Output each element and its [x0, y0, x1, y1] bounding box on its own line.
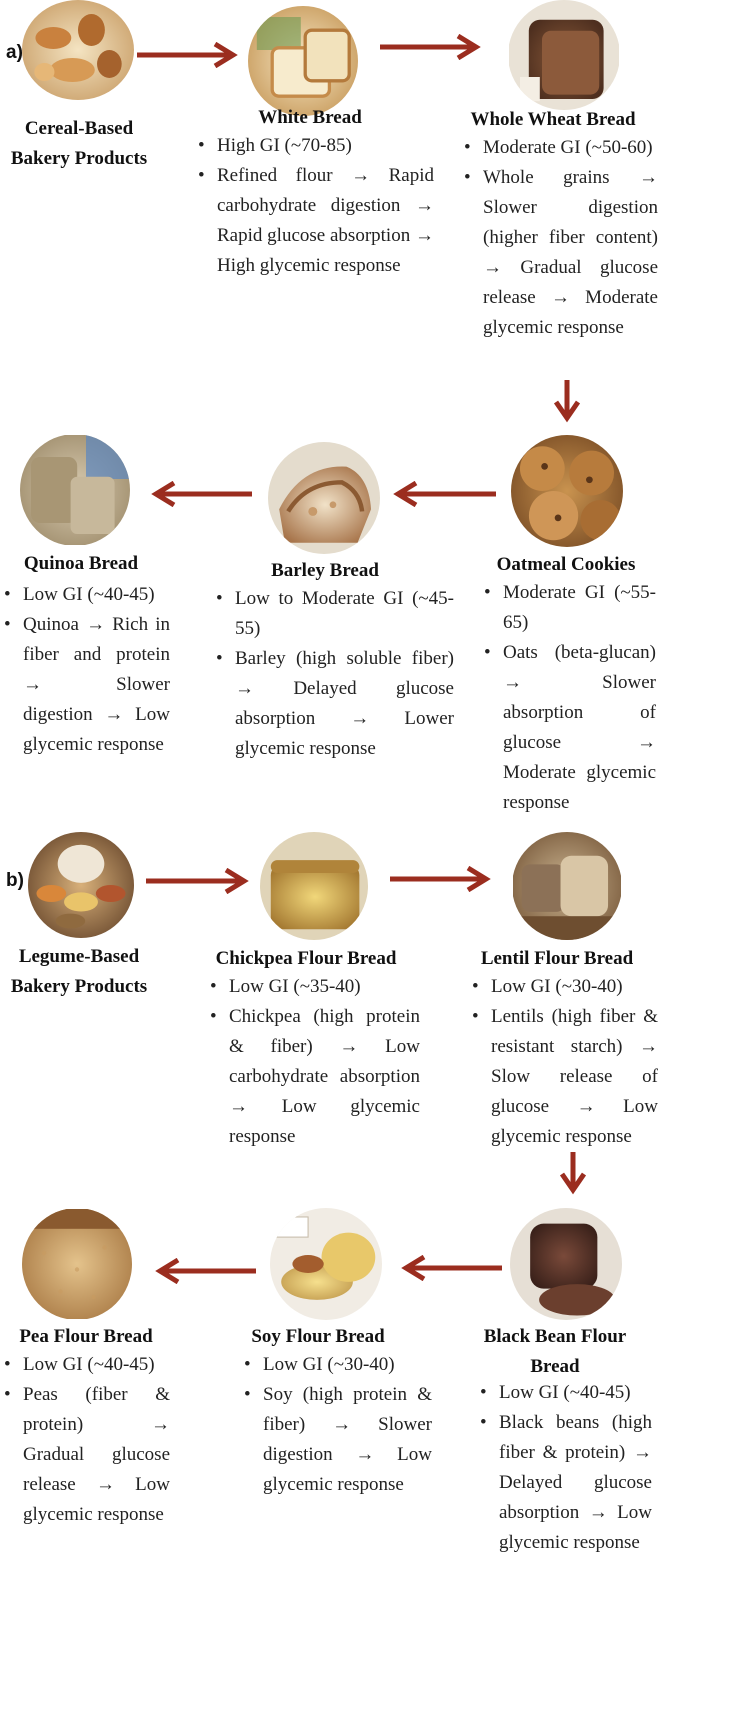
oatmeal-cookies-photo	[511, 435, 623, 547]
whole-wheat-bread-facts: Moderate GI (~50-60) Whole grains → Slow…	[464, 133, 658, 343]
chickpea-flour-bread-title: Chickpea Flour Bread	[215, 948, 397, 969]
soy-flour-bread-title: Soy Flour Bread	[251, 1326, 385, 1347]
barley-bread-photo	[268, 442, 380, 554]
quinoa-bread-title: Quinoa Bread	[23, 553, 139, 574]
lentil-bread-photo	[512, 832, 622, 940]
soy-flour-bread-gi: Low GI (~30-40)	[244, 1350, 432, 1380]
barley-bread-title: Barley Bread	[271, 560, 379, 581]
whole-wheat-bread-mechanism: Whole grains → Slower digestion (higher …	[464, 163, 658, 343]
lentil-flour-bread-gi: Low GI (~30-40)	[472, 972, 658, 1002]
black-bean-flour-bread-gi: Low GI (~40-45)	[480, 1378, 652, 1408]
pea-flour-bread-title: Pea Flour Bread	[19, 1326, 153, 1347]
black-bean-flour-bread-mechanism: Black beans (high fiber & protein) → Del…	[480, 1408, 652, 1558]
chickpea-flour-bread-gi: Low GI (~35-40)	[210, 972, 420, 1002]
lentil-flour-bread-facts: Low GI (~30-40) Lentils (high fiber & re…	[472, 972, 658, 1152]
panel-b-label: b)	[6, 870, 24, 891]
white-bread-gi: High GI (~70-85)	[198, 131, 434, 161]
oatmeal-cookies-title: Oatmeal Cookies	[496, 554, 636, 575]
assorted-cereal-bakery-photo	[22, 0, 134, 100]
black-bean-flour-bread-facts: Low GI (~40-45) Black beans (high fiber …	[480, 1378, 652, 1558]
quinoa-bread-gi: Low GI (~40-45)	[4, 580, 170, 610]
soy-flour-bread-mechanism: Soy (high protein & fiber) → Slower dige…	[244, 1380, 432, 1500]
chickpea-flour-bread-mechanism: Chickpea (high protein & fiber) → Low ca…	[210, 1002, 420, 1152]
barley-bread-gi: Low to Moderate GI (~45-55)	[216, 584, 454, 644]
pea-flour-bread-mechanism: Peas (fiber & protein) → Gradual glucose…	[4, 1380, 170, 1530]
oatmeal-cookies-mechanism: Oats (beta-glucan) → Slower absorption o…	[484, 638, 656, 818]
oatmeal-cookies-gi: Moderate GI (~55-65)	[484, 578, 656, 638]
white-bread-facts: High GI (~70-85) Refined flour → Rapid c…	[198, 131, 434, 281]
oatmeal-cookies-facts: Moderate GI (~55-65) Oats (beta-glucan) …	[484, 578, 656, 818]
white-bread-photo	[248, 6, 358, 116]
panel-a-label: a)	[6, 42, 23, 63]
pea-flour-bread-gi: Low GI (~40-45)	[4, 1350, 170, 1380]
arrow-right	[390, 866, 496, 892]
cereal-root-title: Cereal-Based Bakery Products	[10, 118, 148, 169]
barley-bread-facts: Low to Moderate GI (~45-55) Barley (high…	[216, 584, 454, 764]
white-bread-mechanism: Refined flour → Rapid carbohydrate diges…	[198, 161, 434, 281]
lentil-flour-bread-mechanism: Lentils (high fiber & resistant starch) …	[472, 1002, 658, 1152]
arrow-left	[150, 1258, 256, 1284]
arrow-down	[554, 380, 580, 426]
legume-root-title: Legume-Based Bakery Products	[10, 946, 148, 997]
arrow-right	[137, 42, 243, 68]
quinoa-bread-photo	[20, 434, 130, 546]
lentil-flour-bread-title: Lentil Flour Bread	[480, 948, 634, 969]
whole-wheat-bread-gi: Moderate GI (~50-60)	[464, 133, 658, 163]
chickpea-flour-bread-facts: Low GI (~35-40) Chickpea (high protein &…	[210, 972, 420, 1152]
assorted-legumes-photo	[28, 832, 134, 938]
barley-bread-mechanism: Barley (high soluble fiber) → Delayed gl…	[216, 644, 454, 764]
black-bean-bread-photo	[510, 1208, 622, 1320]
pea-flour-bread-facts: Low GI (~40-45) Peas (fiber & protein) →…	[4, 1350, 170, 1530]
quinoa-bread-mechanism: Quinoa → Rich in fiber and protein → Slo…	[4, 610, 170, 760]
soy-bread-photo	[270, 1208, 382, 1320]
whole-wheat-bread-title: Whole Wheat Bread	[470, 109, 636, 130]
quinoa-bread-facts: Low GI (~40-45) Quinoa → Rich in fiber a…	[4, 580, 170, 760]
arrow-left	[388, 481, 496, 507]
arrow-down	[560, 1152, 586, 1198]
chickpea-bread-photo	[260, 832, 368, 940]
soy-flour-bread-facts: Low GI (~30-40) Soy (high protein & fibe…	[244, 1350, 432, 1500]
black-bean-flour-bread-title: Black Bean Flour Bread	[483, 1326, 627, 1377]
arrow-left	[396, 1255, 502, 1281]
white-bread-title: White Bread	[258, 107, 362, 128]
arrow-right	[146, 868, 254, 894]
arrow-left	[146, 481, 252, 507]
pea-bread-photo	[22, 1208, 132, 1320]
whole-wheat-bread-photo	[508, 0, 620, 110]
arrow-right	[380, 34, 486, 60]
